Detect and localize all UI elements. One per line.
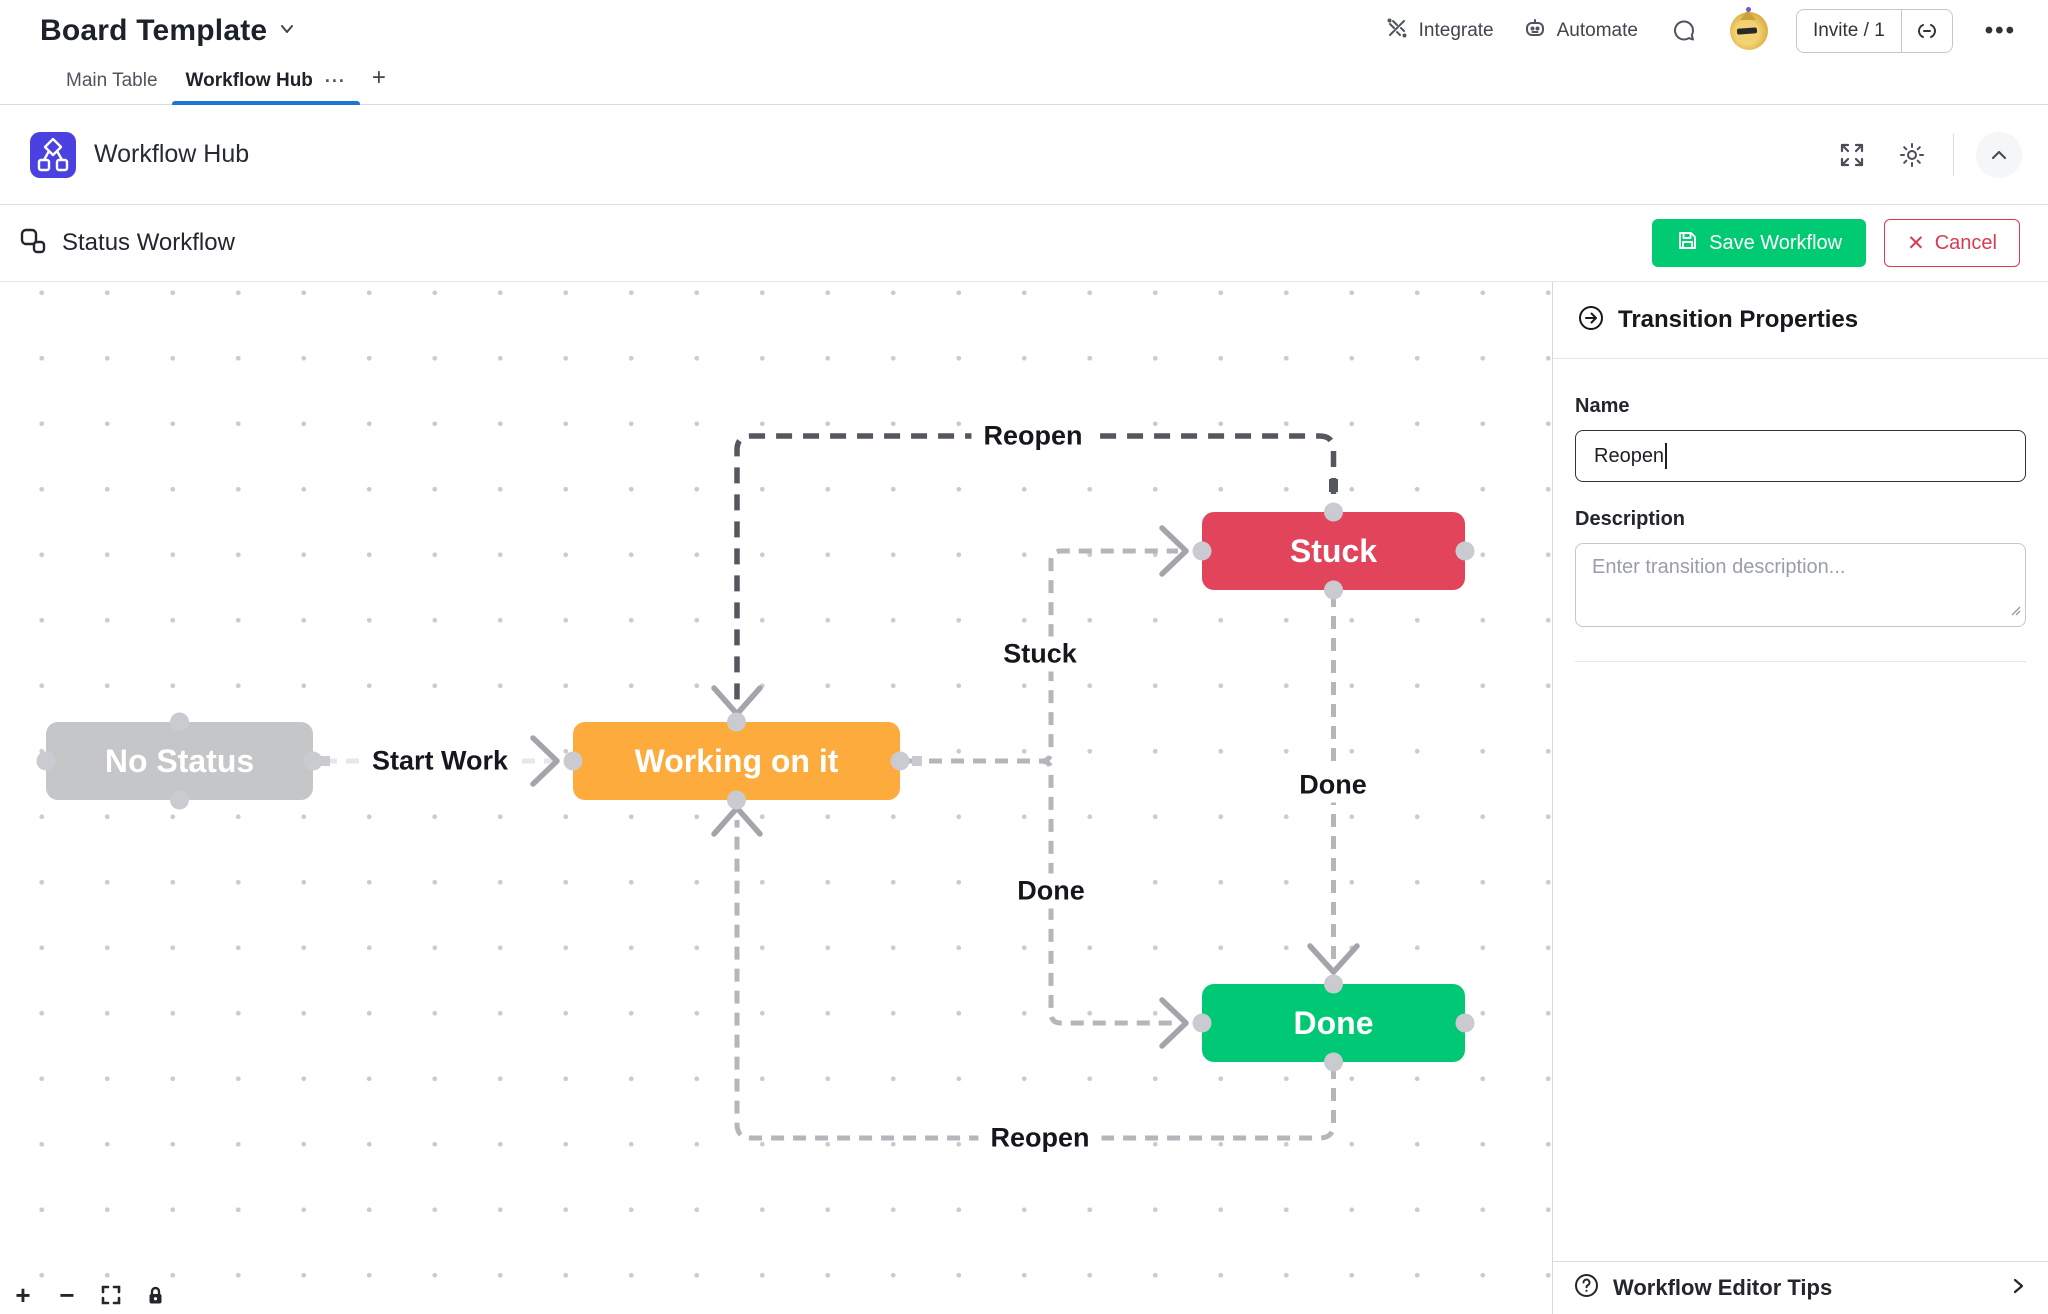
workflow-editor-tips[interactable]: Workflow Editor Tips xyxy=(1553,1261,2048,1314)
board-title[interactable]: Board Template xyxy=(40,14,268,47)
node-stuck[interactable]: Stuck xyxy=(1202,512,1465,590)
widget-header: Workflow Hub xyxy=(0,105,2048,205)
name-value: Reopen xyxy=(1594,444,1665,467)
tab-workflow-hub-label: Workflow Hub xyxy=(185,70,313,91)
workflow-title: Status Workflow xyxy=(62,229,235,256)
chevron-right-icon xyxy=(2008,1276,2028,1301)
workflow-canvas[interactable]: No Status Working on it Stuck Done Start… xyxy=(0,282,1552,1314)
divider xyxy=(1575,661,2026,662)
tab-main-table[interactable]: Main Table xyxy=(52,70,172,104)
close-icon: ✕ xyxy=(1907,231,1925,255)
cancel-label: Cancel xyxy=(1934,231,1997,254)
integrate-label: Integrate xyxy=(1418,20,1494,41)
edge-reopen-bottom[interactable] xyxy=(734,820,1336,1141)
workflow-hub-icon xyxy=(30,131,76,178)
avatar-crown xyxy=(1739,10,1756,20)
zoom-in-button[interactable]: + xyxy=(10,1280,36,1310)
save-workflow-label: Save Workflow xyxy=(1709,231,1843,254)
integrate-button[interactable]: Integrate xyxy=(1384,15,1494,47)
collapse-widget-button[interactable] xyxy=(1976,131,2022,178)
workflow-toolbar: Status Workflow Save Workflow ✕ Cancel xyxy=(0,205,2048,282)
arrowhead-into-working-left xyxy=(530,735,560,787)
add-tab-button[interactable]: + xyxy=(371,64,386,91)
chat-bubble-icon[interactable] xyxy=(1666,13,1702,49)
panel-title: Transition Properties xyxy=(1618,306,1859,333)
chevron-down-icon[interactable] xyxy=(277,19,297,44)
description-label: Description xyxy=(1575,508,1686,530)
node-no-status[interactable]: No Status xyxy=(46,722,313,800)
tips-label: Workflow Editor Tips xyxy=(1613,1275,1833,1300)
expand-icon[interactable] xyxy=(1833,136,1871,174)
tab-main-table-label: Main Table xyxy=(66,70,158,91)
divider xyxy=(1953,133,1954,176)
arrowhead-into-done-top xyxy=(1307,943,1360,975)
transition-label-stuck[interactable]: Stuck xyxy=(991,636,1089,672)
text-caret xyxy=(1665,443,1667,469)
tab-options-icon[interactable]: ··· xyxy=(324,70,346,91)
tabs-bar: Main Table Workflow Hub ··· + xyxy=(0,62,2048,105)
widget-title: Workflow Hub xyxy=(94,140,250,168)
transition-label-reopen-bottom[interactable]: Reopen xyxy=(978,1120,1102,1156)
transition-label-done-working[interactable]: Done xyxy=(1005,873,1097,909)
cancel-button[interactable]: ✕ Cancel xyxy=(1884,219,2020,267)
transition-label-start-work[interactable]: Start Work xyxy=(359,743,521,779)
automate-label: Automate xyxy=(1556,20,1638,41)
board-menu-ellipsis[interactable]: ••• xyxy=(1984,17,2016,44)
name-input[interactable]: Reopen xyxy=(1575,430,2026,482)
help-icon xyxy=(1573,1272,1600,1304)
node-done[interactable]: Done xyxy=(1202,984,1465,1062)
invite-button[interactable]: Invite / 1 xyxy=(1812,20,1885,41)
lock-icon[interactable] xyxy=(142,1282,168,1308)
zoom-out-button[interactable]: − xyxy=(54,1280,80,1310)
automate-robot-icon xyxy=(1522,15,1548,47)
description-textarea[interactable] xyxy=(1575,543,2026,627)
transition-label-reopen-top[interactable]: Reopen xyxy=(971,418,1095,454)
status-workflow-icon xyxy=(18,226,48,261)
gear-icon[interactable] xyxy=(1893,136,1931,174)
top-bar: Board Template Integrate Automate xyxy=(0,0,2048,62)
name-label: Name xyxy=(1575,395,1630,417)
transition-arrow-icon xyxy=(1577,304,1605,337)
save-workflow-button[interactable]: Save Workflow xyxy=(1652,219,1867,267)
canvas-controls: + − xyxy=(10,1280,168,1310)
avatar-crown-dot xyxy=(1745,7,1751,12)
resize-handle[interactable] xyxy=(2009,603,2021,621)
arrowhead-into-working-top xyxy=(711,685,763,717)
avatar-glasses xyxy=(1736,27,1758,35)
arrowhead-into-done-left xyxy=(1159,997,1189,1049)
edge-stub xyxy=(320,756,330,766)
avatar[interactable] xyxy=(1729,7,1768,50)
copy-link-icon[interactable] xyxy=(1900,10,1952,52)
invite-group: Invite / 1 xyxy=(1795,9,1953,53)
save-icon xyxy=(1676,229,1699,258)
automate-button[interactable]: Automate xyxy=(1522,15,1638,47)
node-working-on-it[interactable]: Working on it xyxy=(573,722,900,800)
edge-stub-selected xyxy=(1329,479,1338,492)
edge-stub xyxy=(912,756,922,766)
integrate-icon xyxy=(1384,15,1410,47)
transition-properties-panel: Transition Properties Name Reopen Descri… xyxy=(1552,282,2048,1314)
arrowhead-into-working-bottom xyxy=(711,805,763,837)
tab-workflow-hub[interactable]: Workflow Hub ··· xyxy=(171,70,361,105)
arrowhead-into-stuck xyxy=(1159,525,1189,577)
transition-label-done-stuck[interactable]: Done xyxy=(1287,767,1379,803)
fit-view-icon[interactable] xyxy=(98,1282,124,1308)
